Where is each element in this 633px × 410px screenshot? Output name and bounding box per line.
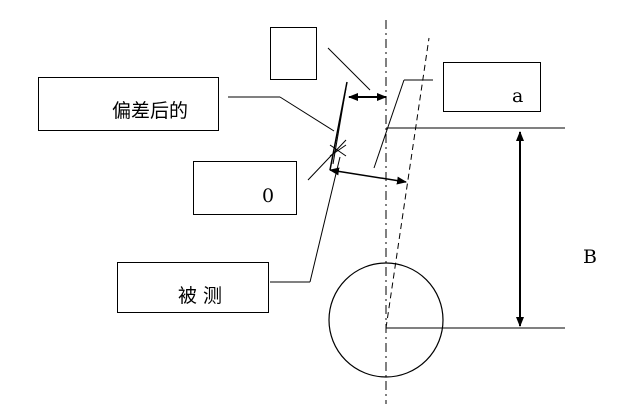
leader-small-box bbox=[327, 47, 371, 91]
zero-label: 0 bbox=[262, 185, 275, 207]
a-label-box: a bbox=[443, 62, 541, 112]
leader-deviated-2 bbox=[279, 96, 335, 132]
deviated-label: 偏差后的 bbox=[112, 100, 189, 122]
small-empty-box bbox=[270, 27, 317, 80]
deviated-label-box: 偏差后的 bbox=[38, 77, 219, 131]
deviated-axis bbox=[385, 37, 430, 329]
offset-arrow bbox=[329, 167, 407, 185]
b-label: B bbox=[583, 246, 597, 268]
measured-label-box: 被 测 bbox=[117, 262, 269, 313]
shaft-circle bbox=[328, 262, 444, 378]
zero-label-box: 0 bbox=[193, 161, 297, 215]
measured-label: 被 测 bbox=[178, 285, 223, 307]
a-label: a bbox=[512, 85, 524, 107]
leader-measured-2 bbox=[309, 156, 341, 283]
leader-a-2 bbox=[373, 79, 405, 169]
cross-mark-c bbox=[307, 139, 347, 181]
